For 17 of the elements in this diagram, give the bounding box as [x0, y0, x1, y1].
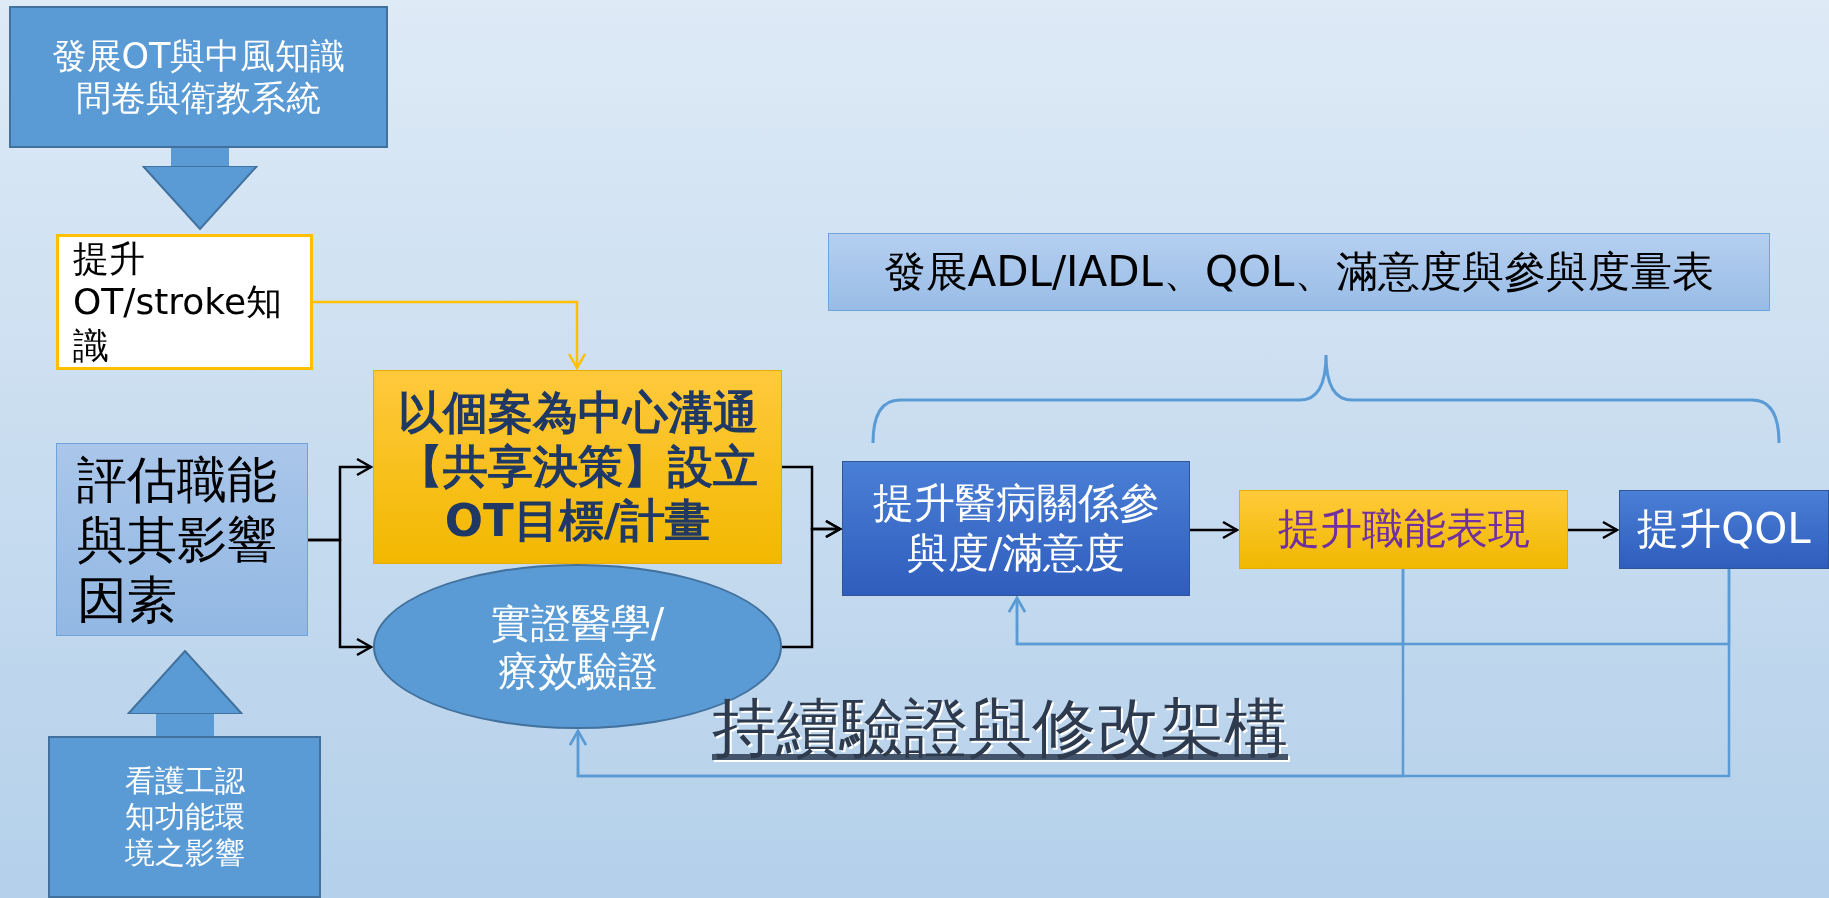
process-box: 發展ADL/IADL、QOL、滿意度與參與度量表: [828, 233, 1770, 311]
arrow: [782, 519, 842, 649]
process-box: 提升OT/stroke知識: [56, 234, 313, 370]
process-box: 提升職能表現: [1239, 490, 1568, 569]
process-box: 提升QOL: [1619, 490, 1829, 569]
arrow: [308, 538, 373, 657]
arrow: [1190, 520, 1239, 540]
arrow: [568, 569, 1731, 778]
process-box: 提升醫病關係參與度/滿意度: [842, 461, 1190, 596]
process-box: 評估職能與其影響因素: [56, 443, 308, 636]
callout-box: 發展OT與中風知識問卷與衛教系統: [9, 6, 388, 148]
block-arrow: [142, 148, 258, 230]
process-box: 以個案為中心溝通【共享決策】設立OT目標/計畫: [373, 370, 782, 564]
block-arrow: [127, 650, 243, 737]
arrow: [313, 300, 587, 370]
callout-box: 看護工認知功能環境之影響: [48, 736, 321, 898]
arrow: [1568, 520, 1619, 540]
